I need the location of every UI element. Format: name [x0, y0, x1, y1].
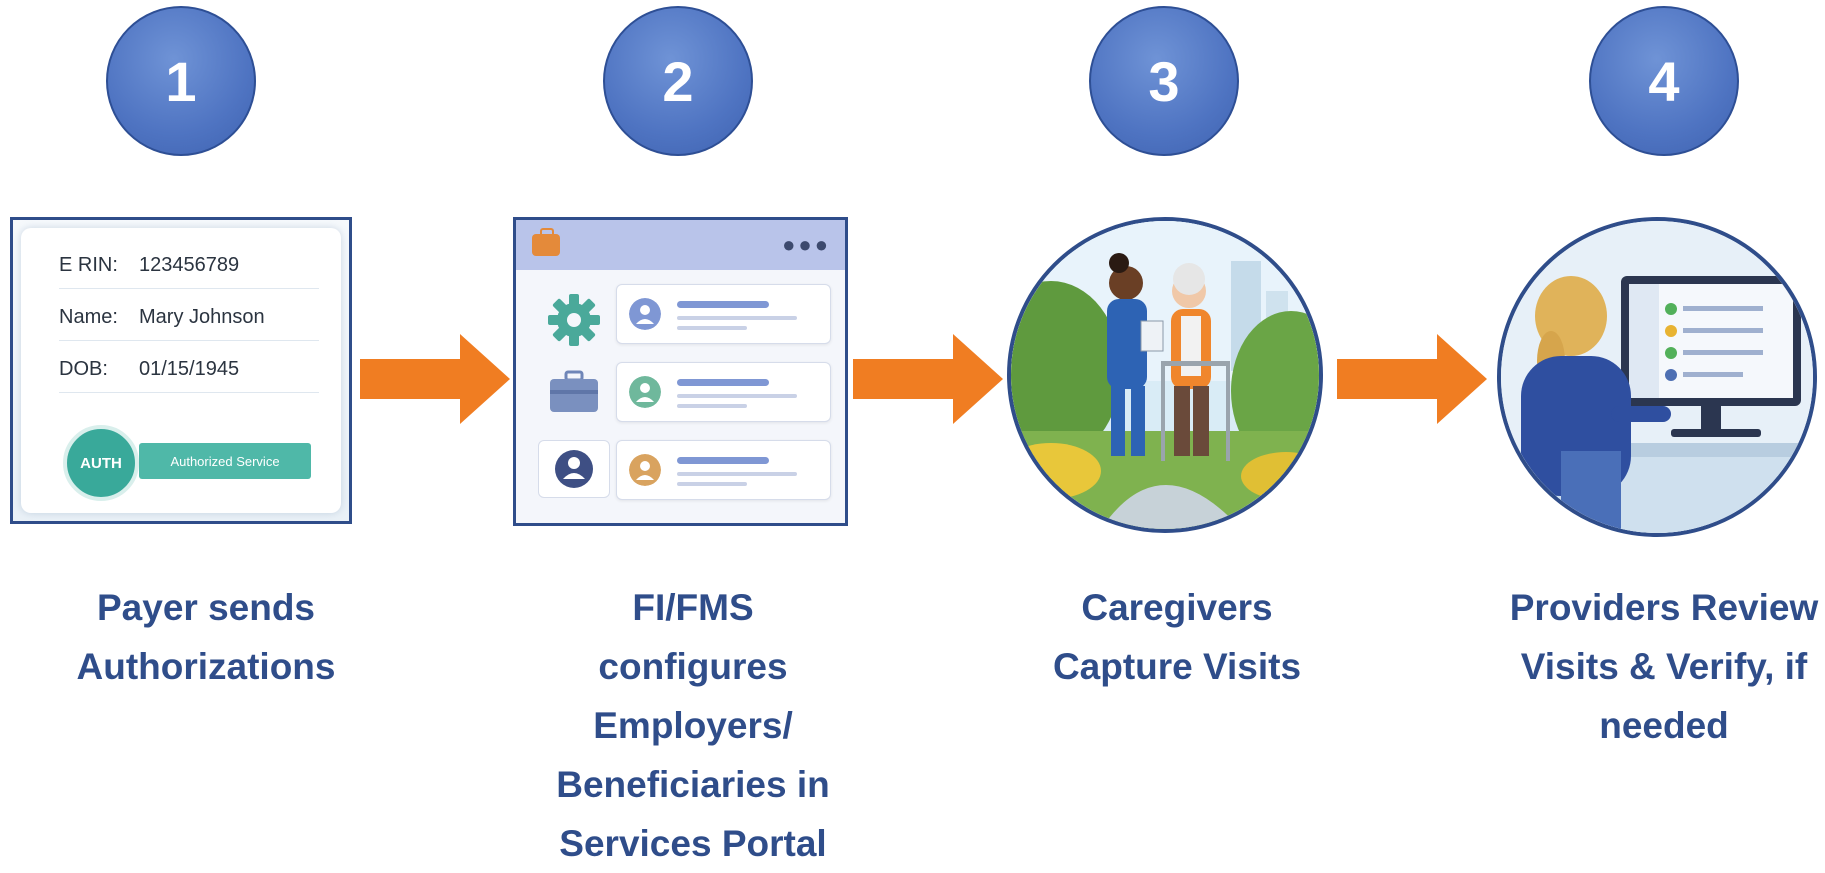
step-2-caption: FI/FMS configures Employers/ Beneficiari…	[556, 587, 830, 864]
services-portal-window: ●●●	[513, 217, 848, 526]
briefcase-icon	[550, 370, 598, 412]
step-3-number: 3	[1089, 6, 1239, 156]
avatar-icon	[629, 454, 661, 486]
step-1-number: 1	[106, 6, 256, 156]
provider-review-illustration	[1497, 217, 1817, 537]
auth-badge: AUTH	[63, 425, 139, 501]
dob-value: 01/15/1945	[139, 358, 240, 380]
avatar-icon	[629, 376, 661, 408]
arrow-2-icon	[853, 334, 1003, 424]
profile-panel-3	[616, 440, 831, 500]
user-icon	[555, 450, 593, 488]
step-2-number: 2	[603, 6, 753, 156]
user-tile	[538, 440, 610, 498]
name-value: Mary Johnson	[139, 306, 265, 328]
gear-icon	[548, 294, 600, 346]
erin-label: E RIN:	[59, 254, 118, 276]
caregiver-visit-illustration	[1007, 217, 1323, 533]
step-4-number: 4	[1589, 6, 1739, 156]
avatar-icon	[629, 298, 661, 330]
dob-label: DOB:	[59, 358, 108, 380]
authorized-service-bar: Authorized Service	[139, 443, 311, 479]
window-titlebar: ●●●	[516, 220, 845, 270]
erin-row: E RIN: 123456789	[59, 244, 319, 289]
profile-panel-2	[616, 362, 831, 422]
dob-row: DOB: 01/15/1945	[59, 348, 319, 393]
name-label: Name:	[59, 306, 118, 328]
arrow-3-icon	[1337, 334, 1487, 424]
briefcase-icon	[532, 228, 560, 256]
step-4-caption: Providers Review Visits & Verify, if nee…	[1509, 587, 1819, 746]
profile-panel-1	[616, 284, 831, 344]
step-1-caption: Payer sends Authorizations	[76, 587, 336, 687]
step-3-caption: Caregivers Capture Visits	[1052, 587, 1302, 687]
more-dots-icon: ●●●	[782, 232, 831, 257]
erin-value: 123456789	[139, 254, 240, 276]
authorization-card: E RIN: 123456789 Name: Mary Johnson DOB:…	[10, 217, 352, 524]
name-row: Name: Mary Johnson	[59, 296, 319, 341]
arrow-1-icon	[360, 334, 510, 424]
